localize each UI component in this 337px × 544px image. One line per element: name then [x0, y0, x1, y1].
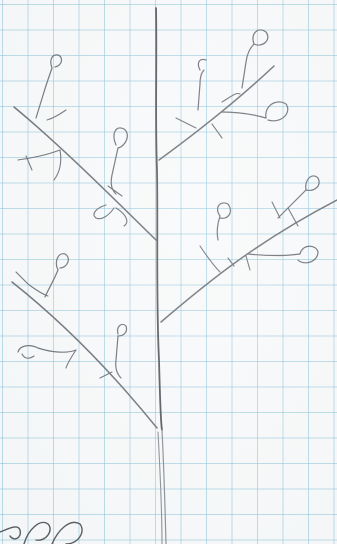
- branch-upper-right: [159, 30, 288, 160]
- main-stem: [156, 8, 166, 544]
- branch-lower-right: [161, 176, 337, 322]
- bottom-loops: [0, 522, 82, 544]
- branch-upper-left: [14, 55, 156, 240]
- branch-lower-left: [12, 254, 157, 428]
